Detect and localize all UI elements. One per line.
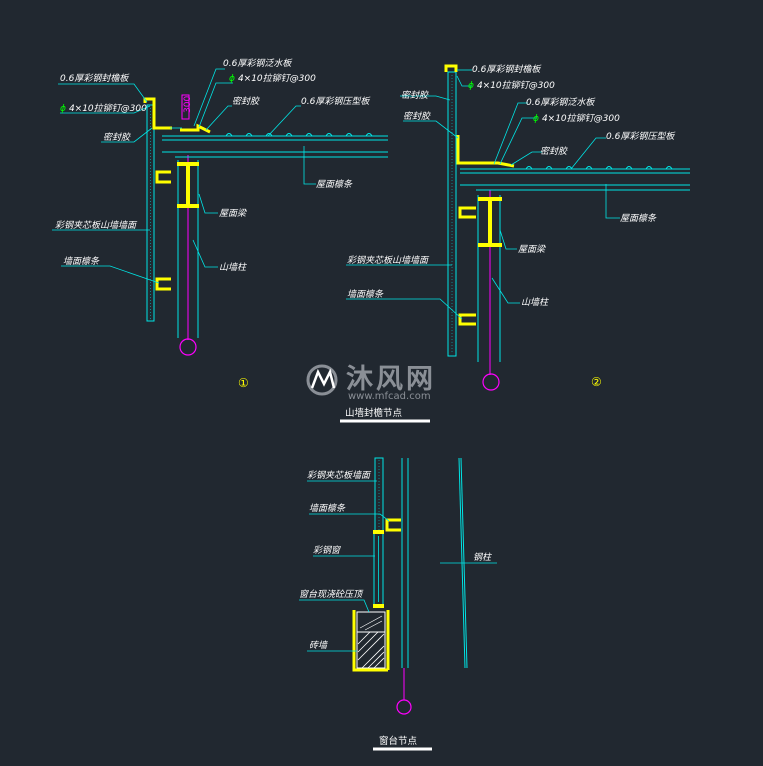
caption-gable-eave: 山墙封檐节点 [340, 407, 430, 423]
label-sill-concrete: 窗台现浇砼压顶 [299, 589, 364, 600]
label-edge-cover: 0.6厚彩钢封檐板 [472, 64, 542, 75]
watermark-url: www.mfcad.com [348, 391, 431, 402]
label-gable-wall: 彩钢夹芯板山墙墙面 [347, 255, 430, 266]
label-purlin: 屋面檩条 [620, 213, 657, 224]
wall-purlin [385, 518, 401, 532]
label-gable-wall: 彩钢夹芯板山墙墙面 [55, 220, 138, 231]
watermark: 沐风网 www.mfcad.com [306, 364, 436, 402]
wall-purlin-upper [458, 206, 476, 219]
brick-wall [356, 631, 386, 669]
watermark-brand: 沐风网 [346, 364, 436, 395]
gable-wall-panel [447, 71, 457, 357]
label-wall-purlin: 墙面檩条 [347, 289, 384, 300]
wall-purlin-lower [155, 277, 171, 291]
gable-wall-panel [146, 104, 155, 322]
rivet-symbol-icon: ϕ [533, 114, 539, 124]
label-gable-column: 山墙柱 [521, 297, 549, 308]
label-sealant-3: 密封胶 [540, 146, 568, 157]
label-wall-purlin: 墙面檩条 [63, 256, 100, 267]
wall-purlin-upper [155, 170, 171, 184]
axis-bubble [179, 338, 197, 356]
flashing-board [180, 123, 211, 134]
label-steel-column: 钢柱 [473, 552, 492, 563]
axis-bubble [482, 373, 500, 391]
label-purlin: 屋面檩条 [316, 179, 353, 190]
label-window: 彩钢窗 [313, 545, 341, 556]
rivet-symbol-icon: ϕ [468, 81, 474, 91]
dimension-300: 300 [183, 96, 193, 113]
rivet-symbol-icon: ϕ [60, 104, 66, 114]
label-roof-beam: 屋面梁 [219, 208, 247, 219]
label-roof-beam: 屋面梁 [518, 244, 546, 255]
detail-number-1: ① [238, 376, 249, 390]
label-sealant-2: 密封胶 [403, 111, 431, 122]
label-wall-purlin: 墙面檩条 [309, 503, 346, 514]
caption-bottom: 窗台节点 [379, 735, 418, 747]
roof-panel-ribs [225, 133, 373, 137]
label-edge-cover: 0.6厚彩钢封檐板 [60, 73, 130, 84]
label-brick-wall: 砖墙 [309, 640, 328, 651]
detail-number-2: ② [591, 375, 602, 389]
axis-bubble [396, 699, 412, 715]
roof-beam-h-section [177, 162, 199, 208]
watermark-logo-icon [306, 364, 338, 396]
edge-cover-flashing [444, 64, 458, 72]
flashing-board [456, 135, 515, 168]
roof-beam-h-section [478, 197, 502, 247]
caption-top: 山墙封檐节点 [345, 407, 403, 419]
label-flashing: 0.6厚彩钢泛水板 [526, 97, 596, 108]
label-roof-panel: 0.6厚彩钢压型板 [606, 131, 676, 142]
label-flashing: 0.6厚彩钢泛水板 [223, 58, 293, 69]
label-sealant-1: 密封胶 [401, 90, 429, 101]
label-sealant-2: 密封胶 [232, 96, 260, 107]
rivet-symbol-icon: ϕ [229, 74, 235, 84]
edge-cover-flashing [143, 97, 172, 130]
label-sealant-1: 密封胶 [103, 132, 131, 143]
detail-3: 彩钢夹芯板墙面 墙面檩条 彩钢窗 窗台现浇砼压顶 砖墙 钢柱 [299, 457, 497, 715]
wall-purlin-lower [458, 313, 476, 326]
label-gable-column: 山墙柱 [219, 262, 247, 273]
label-roof-panel: 0.6厚彩钢压型板 [301, 96, 371, 107]
caption-window-sill: 窗台节点 [373, 735, 432, 751]
label-wall-panel: 彩钢夹芯板墙面 [307, 470, 372, 481]
